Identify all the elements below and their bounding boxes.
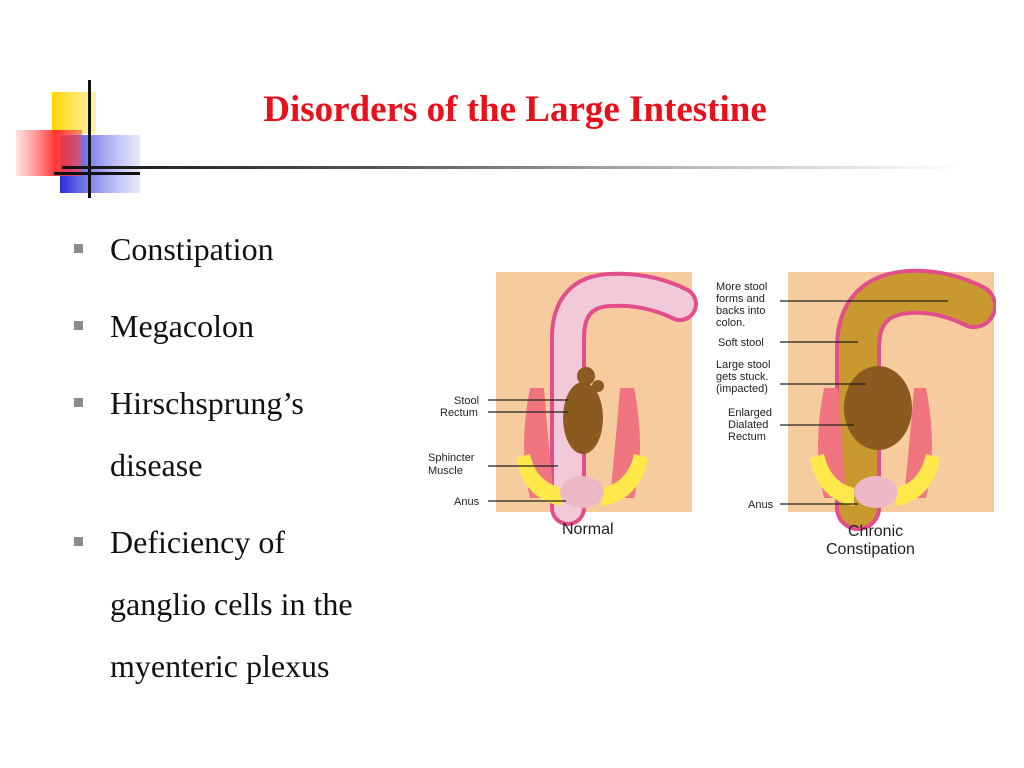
- label-enlarged-1: Enlarged: [728, 407, 772, 419]
- bullet-text-line-3: myenteric plexus: [110, 648, 330, 684]
- caption-chronic-1: Chronic: [848, 523, 903, 540]
- label-large-stool-1: Large stool: [716, 359, 770, 371]
- label-rectum: Rectum: [440, 407, 478, 419]
- bullet-text-line-2: ganglio cells in the: [110, 586, 353, 622]
- label-sphincter-1: Sphincter: [428, 452, 475, 464]
- bullet-text-line-1: Hirschsprung’s: [110, 385, 304, 421]
- label-more-stool-2: forms and: [716, 293, 765, 305]
- title-divider: [62, 166, 962, 169]
- bullet-text-line-1: Deficiency of: [110, 524, 286, 560]
- bullet-square-icon: [74, 537, 83, 546]
- caption-normal: Normal: [562, 521, 614, 538]
- bullet-square-icon: [74, 398, 83, 407]
- label-stool: Stool: [454, 395, 479, 407]
- label-large-stool-2: gets stuck.: [716, 371, 769, 383]
- bullet-list: Constipation Megacolon Hirschsprung’s di…: [70, 218, 430, 712]
- label-anus-chronic: Anus: [748, 499, 774, 511]
- label-more-stool-3: backs into: [716, 305, 766, 317]
- slide-logo: [16, 80, 140, 198]
- label-anus-normal: Anus: [454, 496, 480, 508]
- rectum-comparison-illustration: Stool Rectum Sphincter Muscle Anus Norma…: [428, 268, 996, 558]
- chronic-constipation-rectum-diagram: [788, 268, 996, 531]
- bullet-item-hirschsprung: Hirschsprung’s disease: [70, 372, 430, 496]
- label-soft-stool: Soft stool: [718, 337, 764, 349]
- bullet-text-line-2: disease: [110, 447, 203, 483]
- caption-chronic-2: Constipation: [826, 541, 915, 558]
- label-more-stool-1: More stool: [716, 281, 767, 293]
- label-enlarged-3: Rectum: [728, 431, 766, 443]
- label-more-stool-4: colon.: [716, 317, 745, 329]
- bullet-square-icon: [74, 244, 83, 253]
- bullet-text: Megacolon: [110, 308, 254, 344]
- normal-rectum-diagram: [496, 271, 698, 526]
- bullet-item-constipation: Constipation: [70, 218, 430, 280]
- bullet-text: Constipation: [110, 231, 274, 267]
- bullet-item-ganglion-deficiency: Deficiency of ganglio cells in the myent…: [70, 511, 430, 697]
- label-sphincter-2: Muscle: [428, 465, 463, 477]
- label-enlarged-2: Dialated: [728, 419, 768, 431]
- bullet-square-icon: [74, 321, 83, 330]
- bullet-item-megacolon: Megacolon: [70, 295, 430, 357]
- label-large-stool-3: (impacted): [716, 383, 768, 395]
- slide-title: Disorders of the Large Intestine: [263, 89, 767, 130]
